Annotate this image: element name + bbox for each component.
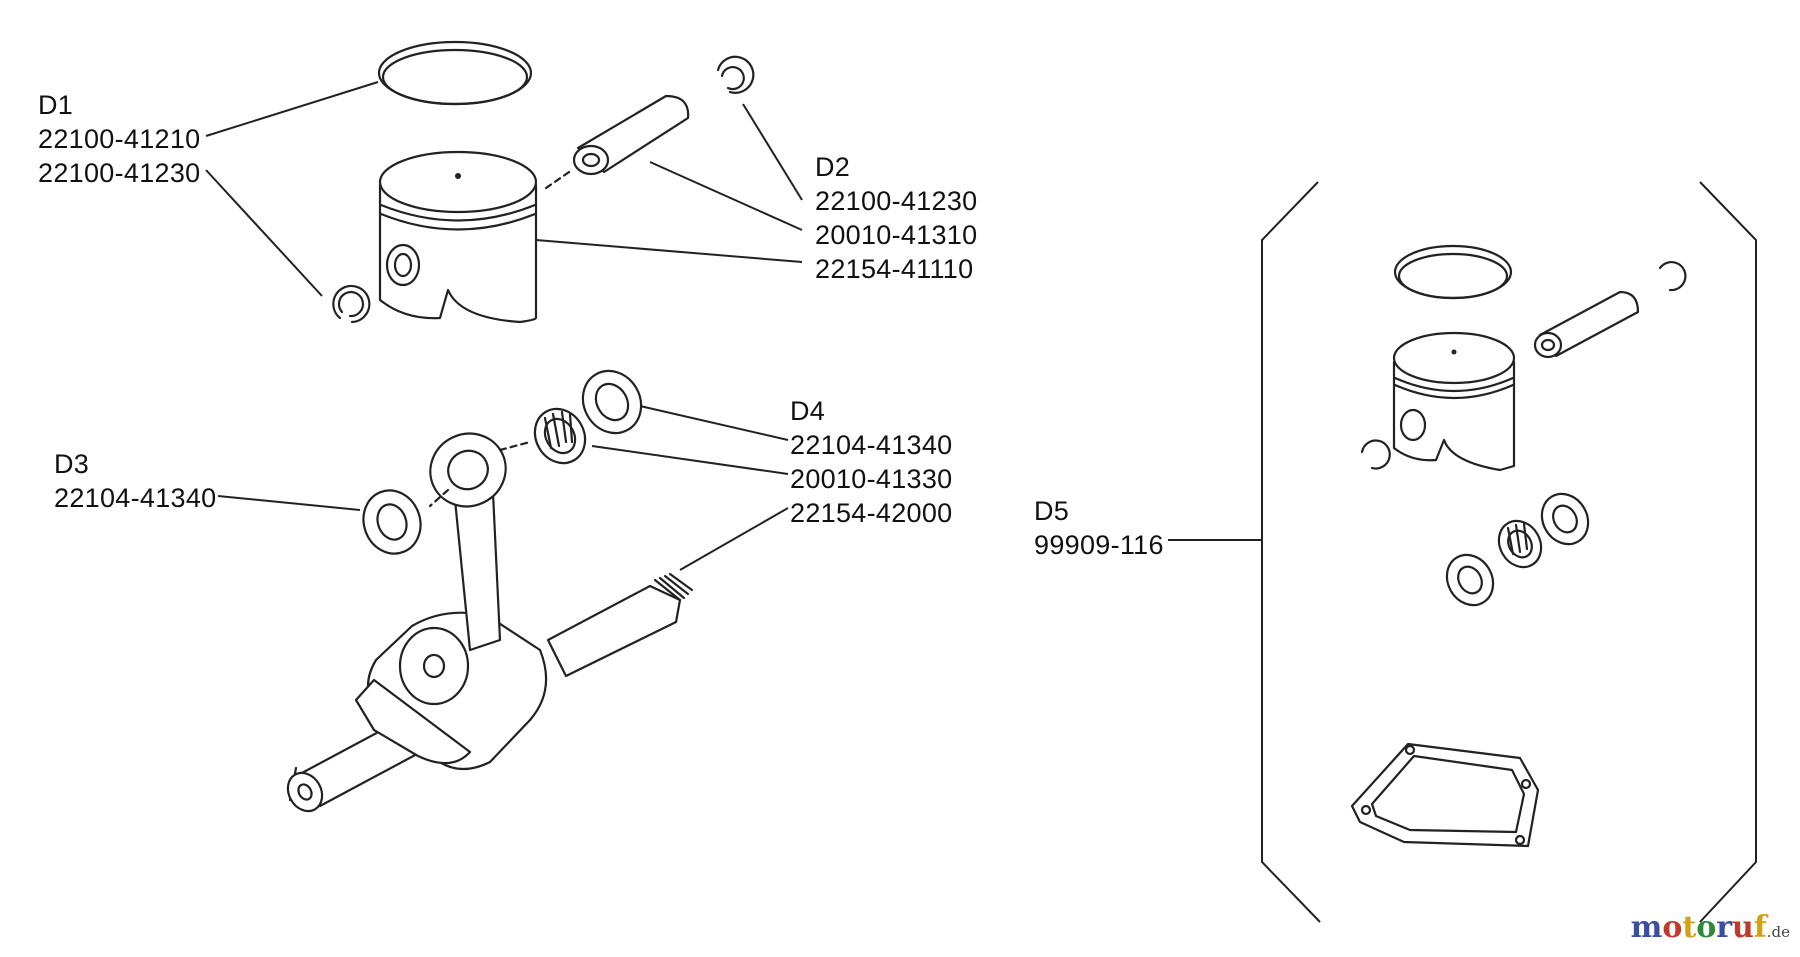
d2-part-number: 20010-41310 [815, 220, 978, 250]
kit-piston-ring [1393, 244, 1513, 300]
kit-piston-pin [1533, 290, 1640, 359]
leader-lines [205, 81, 1262, 571]
circlip-right [716, 55, 755, 94]
piston [378, 150, 538, 324]
leader-d2-circlip [742, 103, 803, 201]
d1-part-number: 22100-41210 [38, 124, 201, 154]
d2-part-number: 22100-41230 [815, 186, 978, 216]
crankshaft [286, 432, 694, 813]
d4-part-number: 22104-41340 [790, 430, 953, 460]
bearing-seal-lower [362, 489, 422, 555]
leader-d1-circlip [205, 169, 323, 297]
kit-bracket-frame [1261, 181, 1757, 923]
kit-needle-bearing [1497, 519, 1543, 569]
d2-part-number: 22154-41110 [815, 254, 974, 284]
bearing-seal-upper [581, 369, 643, 435]
leader-d2-pin [649, 161, 803, 231]
watermark-suffix: .de [1766, 923, 1790, 941]
d1-part-number: 22100-41230 [38, 158, 201, 188]
kit-gasket [1350, 742, 1540, 848]
leader-d3-seal [217, 495, 361, 511]
kit-circlip-left [1360, 439, 1391, 470]
d3-part-number: 22104-41340 [54, 483, 217, 513]
kit-seal-lower [1445, 553, 1495, 607]
piston-ring [377, 40, 533, 106]
leader-d1-ring [205, 81, 379, 137]
piston-pin [544, 94, 690, 190]
circlip-left [332, 284, 371, 324]
leader-d4-crank [679, 507, 789, 571]
d4-part-number: 22154-42000 [790, 498, 953, 528]
kit-circlip-right [1658, 261, 1687, 292]
needle-bearing [533, 407, 587, 465]
d5-code-label: D5 [1034, 496, 1070, 526]
watermark-text: motoruf [1630, 910, 1767, 945]
kit-seal-upper [1540, 492, 1590, 546]
leader-d4-seal [639, 405, 789, 441]
kit-piston [1392, 331, 1516, 472]
watermark-logo: motoruf.de [1631, 910, 1790, 945]
d4-code-label: D4 [790, 396, 826, 426]
d3-code-label: D3 [54, 449, 90, 479]
kit-contents [1350, 244, 1687, 848]
d2-code-label: D2 [815, 152, 851, 182]
d5-part-number: 99909-116 [1034, 530, 1164, 560]
d1-code-label: D1 [38, 90, 74, 120]
d4-part-number: 20010-41330 [790, 464, 953, 494]
leader-d2-piston [535, 239, 803, 263]
leader-d4-bearing [591, 445, 789, 475]
